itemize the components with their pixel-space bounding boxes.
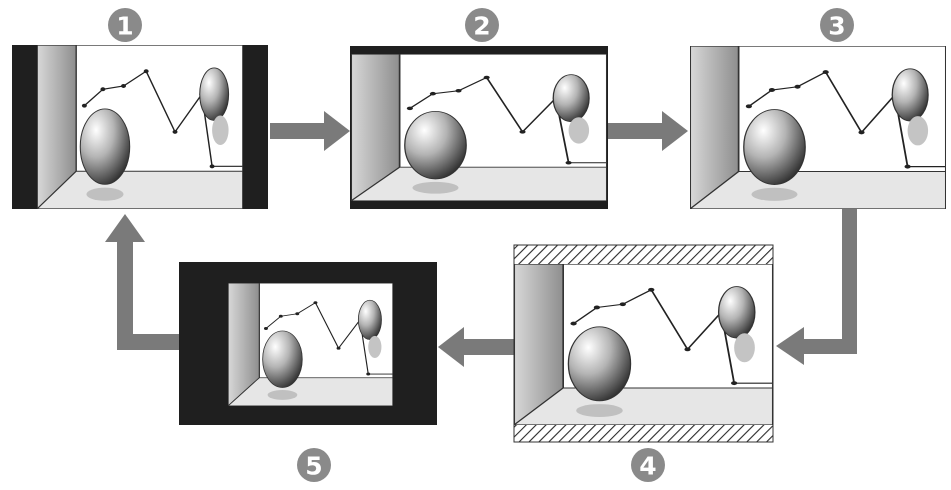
screen-1-pillarbox — [12, 45, 268, 209]
screen-4-overscan — [513, 244, 774, 443]
arrow-4-to-5 — [438, 327, 514, 367]
svg-text:4: 4 — [639, 452, 656, 481]
step-marker-2: 2 — [465, 8, 499, 42]
screen-5-windowbox — [179, 262, 437, 425]
screen-2-letterbox — [350, 46, 608, 209]
screen-3-full — [690, 46, 946, 209]
step-marker-4: 4 — [631, 448, 665, 482]
svg-text:2: 2 — [473, 12, 490, 41]
svg-text:3: 3 — [828, 12, 845, 41]
svg-text:1: 1 — [116, 12, 133, 41]
step-marker-1: 1 — [108, 8, 142, 42]
cycle-arrows — [105, 111, 857, 367]
arrow-2-to-3 — [608, 111, 688, 151]
step-marker-3: 3 — [820, 8, 854, 42]
arrow-3-to-4 — [776, 208, 857, 365]
svg-text:5: 5 — [305, 452, 322, 481]
arrow-1-to-2 — [270, 111, 350, 151]
arrow-5-to-1 — [105, 214, 179, 350]
step-marker-5: 5 — [297, 448, 331, 482]
